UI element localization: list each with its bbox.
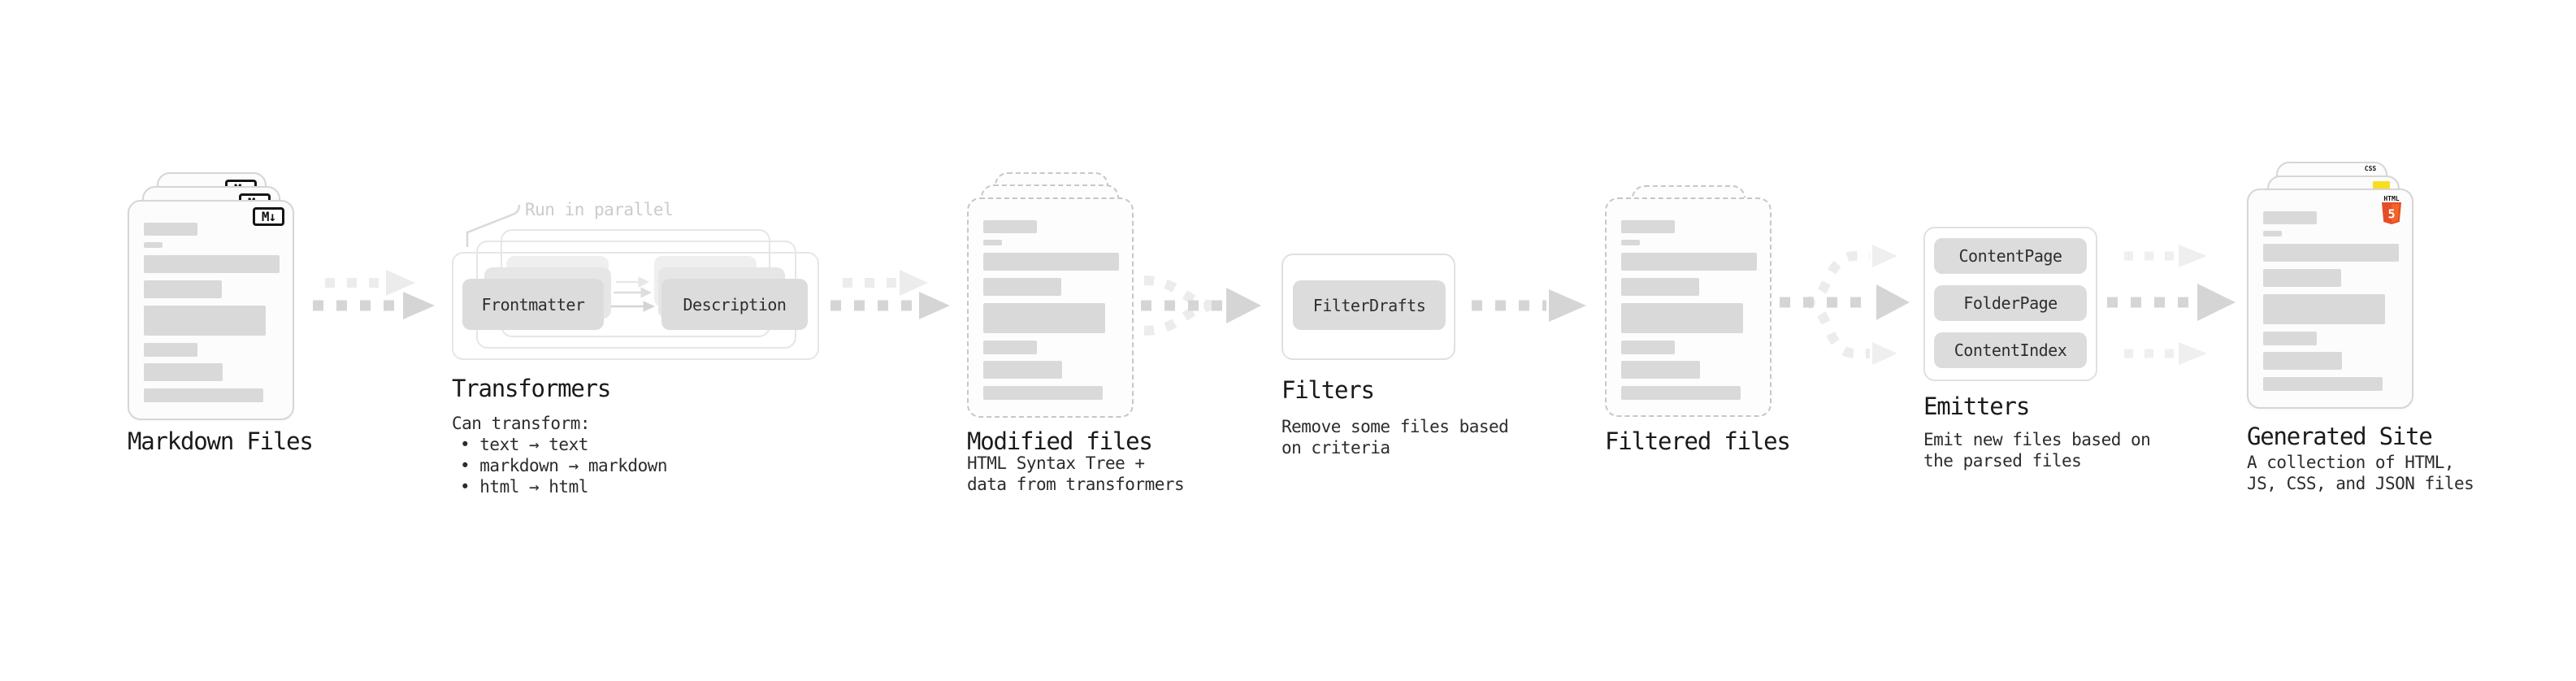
arrow-filtered-to-emitters-icon (1780, 245, 1910, 365)
text-line-placeholder (2263, 211, 2317, 224)
html5-shield-icon: 5 (2382, 202, 2401, 224)
html5-icon: HTML 5 (2381, 195, 2402, 228)
svg-text:5: 5 (2387, 207, 2395, 222)
arrow-filters-to-filtered-icon (1472, 289, 1586, 322)
filterdrafts-node: FilterDrafts (1293, 280, 1446, 330)
desc-line: data from transformers (967, 475, 1185, 494)
text-line-placeholder (2263, 332, 2317, 345)
filtered-files-label: Filtered files (1605, 427, 1791, 455)
transformers-label: Transformers (452, 375, 611, 402)
desc-line: HTML Syntax Tree + (967, 453, 1145, 473)
text-line-placeholder (1621, 361, 1700, 379)
emitters-desc: Emit new files based on the parsed files (1923, 429, 2151, 471)
text-line-placeholder (983, 361, 1062, 379)
text-line-placeholder (1621, 303, 1743, 333)
transformers-container-front (452, 252, 819, 360)
text-line-placeholder (983, 278, 1061, 296)
css-icon-label: CSS (2364, 165, 2377, 172)
generated-file-card-front: HTML 5 (2247, 189, 2413, 409)
text-line-placeholder (2263, 244, 2399, 262)
generated-site-desc: A collection of HTML, JS, CSS, and JSON … (2247, 452, 2474, 494)
contentpage-node: ContentPage (1934, 238, 2087, 274)
annotation-leader-line (466, 204, 521, 247)
run-in-parallel-annotation: Run in parallel (525, 200, 674, 219)
modified-file-card-front (967, 197, 1134, 418)
filtered-file-card-front (1605, 197, 1772, 417)
text-line-placeholder (983, 240, 1002, 245)
folderpage-node: FolderPage (1934, 285, 2087, 321)
transformers-desc-title: Can transform: (452, 414, 591, 433)
filters-label: Filters (1281, 376, 1375, 404)
text-line-placeholder (983, 220, 1037, 233)
arrow-emitters-to-generated-icon (2107, 245, 2236, 365)
frontmatter-node: Frontmatter (462, 279, 604, 330)
text-line-placeholder (1621, 386, 1741, 400)
text-line-placeholder (2263, 377, 2383, 391)
desc-line: Remove some files based (1281, 417, 1509, 436)
bullet-item: • markdown → markdown (460, 456, 668, 475)
filters-desc: Remove some files based on criteria (1281, 416, 1509, 458)
text-line-placeholder (1621, 240, 1640, 245)
text-line-placeholder (144, 363, 223, 381)
text-line-placeholder (983, 303, 1105, 333)
text-line-placeholder (1621, 220, 1675, 233)
arrow-transformers-to-modified-icon (830, 270, 950, 319)
markdown-file-card-front: M↓ (128, 200, 294, 420)
text-line-placeholder (144, 255, 280, 273)
text-line-placeholder (144, 242, 163, 248)
markdown-icon: M↓ (253, 207, 284, 226)
desc-line: Emit new files based on (1923, 430, 2151, 449)
desc-line: on criteria (1281, 438, 1390, 458)
desc-line: the parsed files (1923, 451, 2082, 471)
html5-icon-label: HTML (2383, 195, 2400, 202)
desc-line: A collection of HTML, (2247, 453, 2455, 472)
text-line-placeholder (144, 306, 266, 336)
text-line-placeholder (983, 386, 1103, 400)
emitters-label: Emitters (1923, 393, 2030, 420)
text-line-placeholder (2263, 231, 2282, 236)
description-node: Description (661, 279, 808, 330)
parallel-arrows-icon (611, 276, 656, 312)
modified-files-desc: HTML Syntax Tree + data from transformer… (967, 453, 1185, 495)
text-line-placeholder (144, 388, 263, 402)
text-line-placeholder (1621, 340, 1675, 354)
arrow-modified-to-filters-icon (1141, 275, 1261, 336)
desc-line: JS, CSS, and JSON files (2247, 474, 2474, 493)
bullet-item: • text → text (460, 435, 588, 454)
markdown-icon-glyph: M↓ (261, 209, 276, 224)
text-line-placeholder (144, 280, 222, 298)
text-line-placeholder (2263, 352, 2342, 370)
contentindex-node: ContentIndex (1934, 332, 2087, 368)
text-line-placeholder (1621, 253, 1757, 271)
text-line-placeholder (2263, 269, 2341, 287)
text-line-placeholder (1621, 278, 1699, 296)
transformers-bullet-list: • text → text • markdown → markdown • ht… (460, 434, 668, 497)
bullet-item: • html → html (460, 477, 588, 497)
text-line-placeholder (2263, 294, 2385, 324)
arrow-markdown-to-transformers-icon (313, 270, 435, 319)
text-line-placeholder (144, 343, 197, 357)
text-line-placeholder (144, 223, 197, 236)
generated-site-label: Generated Site (2247, 423, 2433, 450)
modified-files-label: Modified files (967, 427, 1153, 455)
text-line-placeholder (983, 340, 1037, 354)
text-line-placeholder (983, 253, 1119, 271)
markdown-files-label: Markdown Files (128, 427, 314, 455)
